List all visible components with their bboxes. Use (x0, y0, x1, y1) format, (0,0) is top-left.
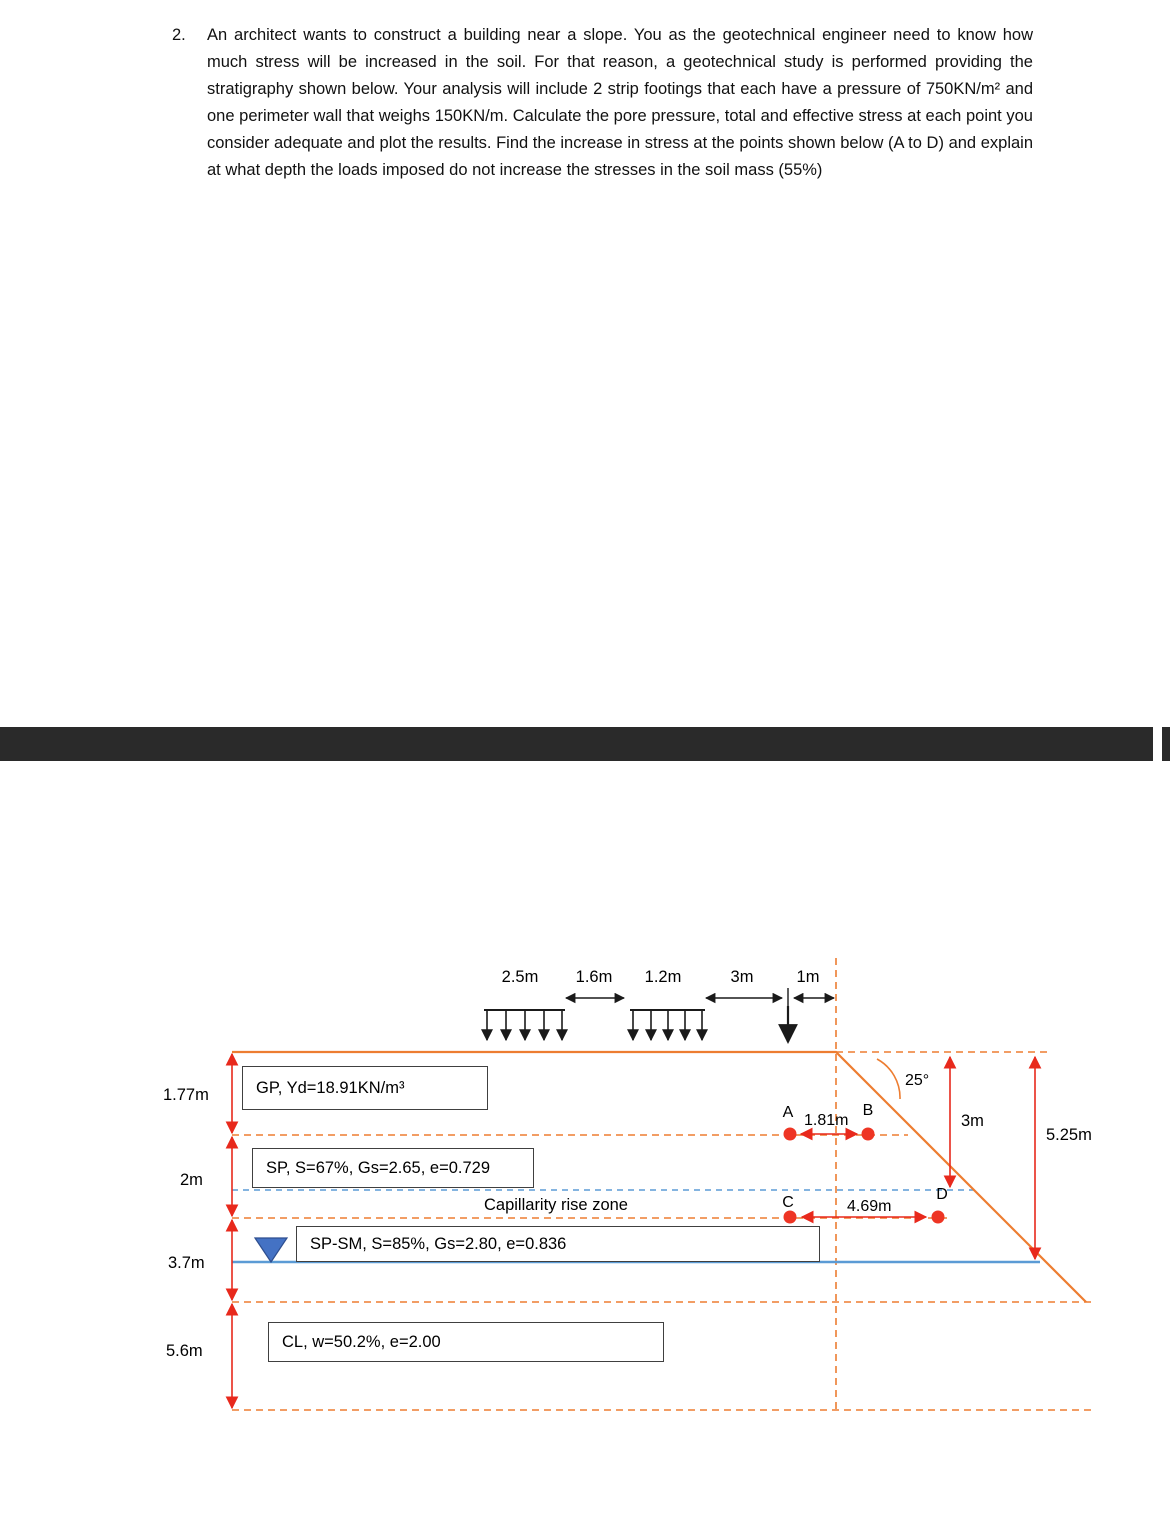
point-label-a: A (782, 1104, 794, 1121)
thickness-label-gp: 1.77m (163, 1086, 209, 1104)
dim-label-right-525m: 5.25m (1046, 1126, 1092, 1144)
distance-label-ab: 1.81m (804, 1112, 849, 1129)
thickness-label-cl: 5.6m (166, 1342, 203, 1360)
slope-angle-arc (876, 1058, 901, 1100)
slope-angle-label: 25° (905, 1072, 930, 1089)
page-divider-bar (0, 727, 1153, 761)
thickness-label-sp: 2m (180, 1171, 203, 1189)
page-divider-chip (1162, 727, 1170, 761)
layer-box-spsm: SP-SM, S=85%, Gs=2.80, e=0.836 (296, 1226, 820, 1262)
dim-label-gap2: 3m (730, 968, 754, 986)
stratigraphy-diagram: 2.5m 1.6m 1.2m 3m 1m 1.77m 2m 3.7m 5.6m … (0, 950, 1170, 1450)
layer-boundary-lines (232, 958, 1092, 1412)
problem-statement: 2. An architect wants to construct a bui… (172, 22, 1034, 184)
point-label-b: B (862, 1102, 874, 1119)
dim-label-gap3: 1m (796, 968, 820, 986)
dim-label-right-3m: 3m (961, 1112, 984, 1130)
dim-label-gap1: 1.6m (575, 968, 613, 986)
point-label-c: C (782, 1194, 794, 1211)
distance-label-cd: 4.69m (845, 1198, 894, 1216)
thickness-label-spsm: 3.7m (168, 1254, 205, 1272)
problem-number: 2. (172, 26, 186, 44)
layer-box-cl: CL, w=50.2%, e=2.00 (268, 1322, 664, 1362)
point-label-d: D (936, 1186, 948, 1203)
right-dimension-arrows (943, 1055, 1042, 1261)
capillarity-zone-label: Capillarity rise zone (484, 1196, 628, 1214)
point-distance-arrows (799, 1127, 928, 1224)
stress-point-dots (783, 1127, 945, 1224)
strip-footing-1-load (481, 1009, 568, 1042)
top-dimension-arrows (564, 988, 836, 1006)
dim-label-footing2: 1.2m (644, 968, 682, 986)
dim-label-footing1: 2.5m (501, 968, 539, 986)
layer-box-sp: SP, S=67%, Gs=2.65, e=0.729 (252, 1148, 534, 1188)
strip-footing-2-load (627, 1009, 708, 1042)
layer-box-gp: GP, Yd=18.91KN/m³ (242, 1066, 488, 1110)
ground-surface-line (232, 1050, 1087, 1303)
water-table-icon (253, 1237, 289, 1264)
problem-text: An architect wants to construct a buildi… (207, 26, 1033, 179)
stratigraphy-svg (225, 958, 1092, 1412)
